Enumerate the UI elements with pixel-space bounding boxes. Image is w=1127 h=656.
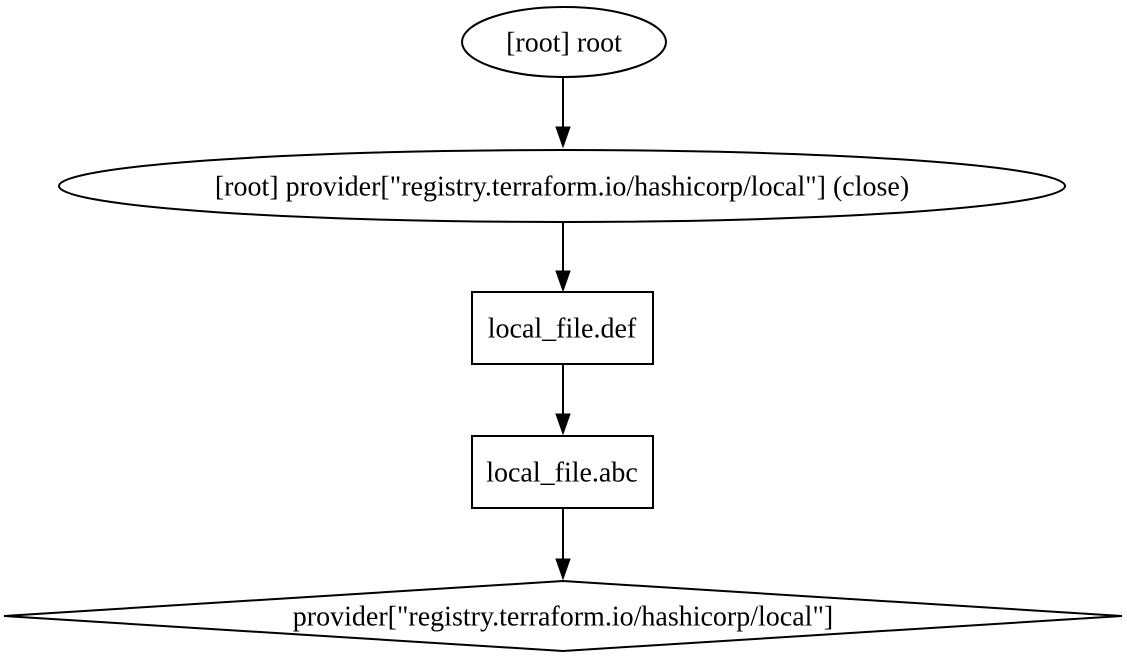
arrowhead-icon <box>555 270 571 293</box>
node-provider-close-label: [root] provider["registry.terraform.io/h… <box>215 172 909 203</box>
node-root: [root] root <box>461 6 667 78</box>
arrowhead-icon <box>555 413 571 436</box>
node-local-file-def-label: local_file.def <box>488 314 637 345</box>
edge-local-file-abc-to-provider <box>555 508 571 581</box>
node-provider: provider["registry.terraform.io/hashicor… <box>3 579 1123 653</box>
node-provider-label: provider["registry.terraform.io/hashicor… <box>293 602 833 633</box>
node-root-label: [root] root <box>506 28 622 59</box>
node-provider-close: [root] provider["registry.terraform.io/h… <box>58 149 1066 223</box>
arrowhead-icon <box>555 126 571 149</box>
node-provider-diamond <box>3 579 1123 653</box>
node-local-file-abc-label: local_file.abc <box>486 458 638 489</box>
arrowhead-icon <box>555 558 571 581</box>
node-local-file-def: local_file.def <box>471 291 654 365</box>
node-local-file-abc: local_file.abc <box>471 435 654 509</box>
edge-root-to-provider-close <box>555 76 571 149</box>
edge-local-file-def-to-local-file-abc <box>555 364 571 436</box>
edge-provider-close-to-local-file-def <box>555 222 571 293</box>
